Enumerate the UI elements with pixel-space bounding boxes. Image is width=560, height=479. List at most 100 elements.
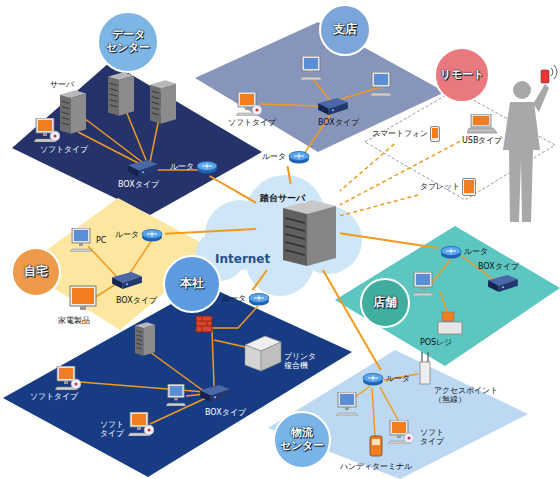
device-label: POSレジ (420, 338, 452, 347)
device-label: ソフトタイプ (228, 118, 276, 127)
region-panel: スマートフォン USBタイプタブレット リモート (363, 48, 557, 202)
pos-register (438, 312, 462, 334)
device-name: ルータ (222, 294, 246, 303)
device-label: PC (96, 236, 106, 245)
tv-appliance (70, 286, 96, 310)
network-link (323, 270, 381, 370)
box-device (318, 98, 348, 115)
network-link (165, 229, 256, 234)
device-label: BOXタイプ (118, 180, 159, 189)
region-name: 自宅 (13, 265, 59, 279)
usb-laptop-icon (467, 114, 497, 133)
network-link (253, 270, 267, 290)
usb-laptop-icon (467, 114, 497, 134)
router-icon (141, 228, 163, 242)
box-device (488, 275, 518, 292)
router: ルータ (170, 160, 218, 174)
ap-antenna (422, 352, 428, 362)
device-name: ルータ (262, 152, 286, 161)
rack-slots (285, 218, 305, 255)
printer-side (261, 342, 281, 371)
tv-frame (70, 286, 96, 306)
region-panel: ルータ自宅 (10, 196, 217, 332)
device-label: BOXタイプ (478, 262, 519, 271)
pc (336, 392, 358, 416)
device-label: ソフトタイプ (40, 145, 88, 154)
region-badge (98, 12, 158, 72)
firewall-bricks (196, 316, 212, 332)
router: ルータ (440, 245, 488, 259)
device-label: ソフト タイプ (100, 420, 124, 438)
soft-type-pc (128, 412, 154, 436)
region-name: データ センター (99, 29, 157, 54)
device-label: BOXタイプ (205, 408, 246, 417)
router: ルータ (222, 292, 270, 306)
person-silhouette (503, 81, 549, 222)
tv-screen (72, 288, 94, 304)
region-name: リモート (436, 69, 488, 82)
rack-front (283, 208, 307, 266)
server-tower (135, 322, 155, 355)
device-name: スマートフォン (372, 129, 428, 138)
pc (300, 56, 322, 80)
device-name: ルータ (170, 162, 194, 171)
printer-front (245, 345, 261, 371)
server-tower (60, 90, 86, 133)
router: ルータ (362, 372, 410, 386)
rack-side (307, 206, 336, 266)
network-link (288, 166, 291, 184)
firewall-wall (196, 316, 212, 332)
handheld-phone (541, 70, 549, 83)
network-link (340, 144, 394, 191)
tv-stand (80, 306, 86, 310)
device-label: サーバ (50, 80, 74, 89)
firewall (196, 316, 212, 332)
smartphone-icon (431, 127, 440, 142)
network-link (340, 141, 460, 204)
access-point (420, 352, 430, 384)
lan-wire (260, 78, 378, 160)
box-device (112, 272, 142, 289)
device-label: BOXタイプ (116, 296, 157, 305)
region-badge (12, 248, 60, 296)
pos-base (438, 322, 462, 334)
region-name: 店舗 (362, 296, 408, 310)
usb-laptop: USBタイプ (462, 114, 502, 145)
person-arm (533, 84, 549, 112)
printer (245, 336, 281, 371)
device-label: プリンタ 複合機 (284, 352, 316, 370)
logistics-panel (268, 350, 528, 479)
person-head (513, 81, 531, 99)
region-badge (361, 279, 409, 327)
device-label: ソフトタイプ (30, 392, 78, 401)
internet-cloud: 踏台サーバInternet (195, 178, 365, 300)
pos-display (442, 312, 454, 321)
network-link (340, 233, 438, 248)
pc (370, 72, 392, 96)
soft-type-pc (55, 366, 81, 390)
region-badge (435, 48, 489, 102)
region-name: 本社 (165, 277, 219, 291)
device-name: USBタイプ (462, 136, 502, 145)
smartphone: スマートフォン (372, 126, 440, 142)
region-name: 物流 センター (275, 427, 329, 452)
device-label: ハンディターミナル (340, 462, 412, 471)
handy-terminal (370, 436, 382, 456)
soft-type-pc (34, 118, 60, 142)
device-label: 家電製品 (58, 316, 90, 325)
router-icon (248, 292, 270, 306)
router-icon (440, 245, 462, 259)
handy-body (370, 436, 382, 456)
pc (412, 272, 434, 296)
device-name: タブレット (420, 182, 460, 191)
router: ルータ (262, 150, 310, 164)
router-icon (363, 374, 383, 386)
region-badge (320, 5, 370, 55)
smartphone-icon (430, 126, 440, 142)
device-label: アクセスポイント （無線） (434, 386, 498, 404)
router-icon (197, 162, 217, 174)
device-label: BOXタイプ (318, 118, 359, 127)
lan-wire (88, 240, 152, 298)
lan-wire (76, 96, 200, 170)
ap-body (420, 362, 430, 384)
